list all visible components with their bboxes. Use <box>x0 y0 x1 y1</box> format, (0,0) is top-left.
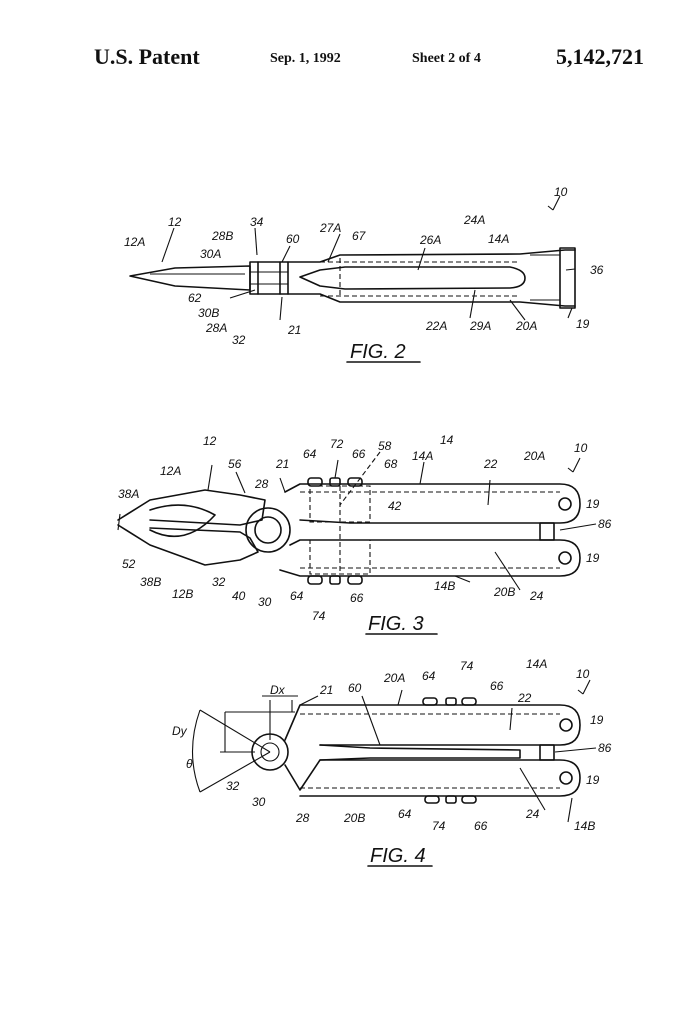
fig3-label: 12B <box>172 587 193 601</box>
fig4-label: 28 <box>295 811 310 825</box>
fig2-label: 32 <box>232 333 246 347</box>
fig4-label: Dx <box>270 683 286 697</box>
fig3-label: 32 <box>212 575 226 589</box>
fig3-label: 40 <box>232 589 246 603</box>
fig4-label: 14A <box>526 657 547 671</box>
fig2-label: 30A <box>200 247 221 261</box>
fig3-label: 38A <box>118 487 139 501</box>
fig3-label: 12A <box>160 464 181 478</box>
fig3-label: 68 <box>384 457 398 471</box>
fig4-label: 30 <box>252 795 266 809</box>
figure-3: 12 12A 56 21 64 72 66 58 68 14 14A 22 20… <box>117 433 612 635</box>
fig3-label: 21 <box>275 457 289 471</box>
fig2-label: 12A <box>124 235 145 249</box>
fig4-label: 86 <box>598 741 612 755</box>
fig4-label: 22 <box>517 691 532 705</box>
fig4-label: 24 <box>525 807 540 821</box>
fig2-label: 20A <box>515 319 537 333</box>
fig3-label: 56 <box>228 457 242 471</box>
fig4-label: 20A <box>383 671 405 685</box>
patent-header-title: U.S. Patent <box>94 44 200 69</box>
fig3-label: 20A <box>523 449 545 463</box>
fig4-label: 74 <box>432 819 446 833</box>
fig4-label: 66 <box>490 679 504 693</box>
fig3-label: 12 <box>203 434 217 448</box>
fig3-label: 64 <box>290 589 304 603</box>
fig3-label: 64 <box>303 447 317 461</box>
fig4-label: 74 <box>460 659 474 673</box>
fig2-label: 29A <box>469 319 491 333</box>
fig3-label: 52 <box>122 557 136 571</box>
fig4-label: 20B <box>343 811 365 825</box>
figure-3-caption: FIG. 3 <box>368 613 424 635</box>
fig4-label: 66 <box>474 819 488 833</box>
fig3-label: 66 <box>350 591 364 605</box>
fig4-label: Dy <box>172 724 188 738</box>
fig4-label: 14B <box>574 819 595 833</box>
patent-number: 5,142,721 <box>556 44 644 69</box>
fig3-label: 10 <box>574 441 588 455</box>
fig2-label: 62 <box>188 291 202 305</box>
fig4-label: 64 <box>398 807 412 821</box>
fig4-label: 60 <box>348 681 362 695</box>
fig2-label: 28A <box>205 321 227 335</box>
fig2-label: 67 <box>352 229 367 243</box>
fig3-label: 42 <box>388 499 402 513</box>
fig3-label: 19 <box>586 551 600 565</box>
fig4-label: 64 <box>422 669 436 683</box>
figure-2-caption: FIG. 2 <box>350 341 406 363</box>
fig2-label: 22A <box>425 319 447 333</box>
fig4-label: 32 <box>226 779 240 793</box>
figure-2: 10 12 12A 34 28B 30A 60 27A 67 26A 24A 1… <box>124 185 604 363</box>
figure-4-caption: FIG. 4 <box>370 845 426 867</box>
fig4-label: 19 <box>586 773 600 787</box>
fig2-label: 10 <box>554 185 568 199</box>
fig3-label: 22 <box>483 457 498 471</box>
fig2-label: 12 <box>168 215 182 229</box>
fig3-label: 30 <box>258 595 272 609</box>
fig3-label: 19 <box>586 497 600 511</box>
fig3-label: 14B <box>434 579 455 593</box>
fig2-label: 19 <box>576 317 590 331</box>
figure-4: Dx 21 60 20A 64 74 66 14A 10 Dy 22 19 86… <box>172 657 612 867</box>
patent-date: Sep. 1, 1992 <box>270 51 341 66</box>
fig2-label: 60 <box>286 232 300 246</box>
fig3-label: 28 <box>254 477 269 491</box>
fig2-label: 36 <box>590 263 604 277</box>
fig3-label: 24 <box>529 589 544 603</box>
fig3-label: 66 <box>352 447 366 461</box>
fig2-label: 30B <box>198 306 219 320</box>
fig3-label: 72 <box>330 437 344 451</box>
sheet-number: Sheet 2 of 4 <box>412 51 481 66</box>
fig2-label: 27A <box>319 221 341 235</box>
fig2-label: 21 <box>287 323 301 337</box>
fig2-label: 14A <box>488 232 509 246</box>
fig3-label: 58 <box>378 439 392 453</box>
fig3-label: 38B <box>140 575 161 589</box>
fig2-label: 24A <box>463 213 485 227</box>
fig3-label: 74 <box>312 609 326 623</box>
fig2-label: 26A <box>419 233 441 247</box>
fig2-label: 34 <box>250 215 264 229</box>
fig2-label: 28B <box>211 229 233 243</box>
fig4-label: 10 <box>576 667 590 681</box>
fig4-label: θ <box>186 757 193 771</box>
fig3-label: 14A <box>412 449 433 463</box>
fig3-label: 86 <box>598 517 612 531</box>
fig4-label: 19 <box>590 713 604 727</box>
fig3-label: 20B <box>493 585 515 599</box>
fig3-label: 14 <box>440 433 454 447</box>
fig4-label: 21 <box>319 683 333 697</box>
